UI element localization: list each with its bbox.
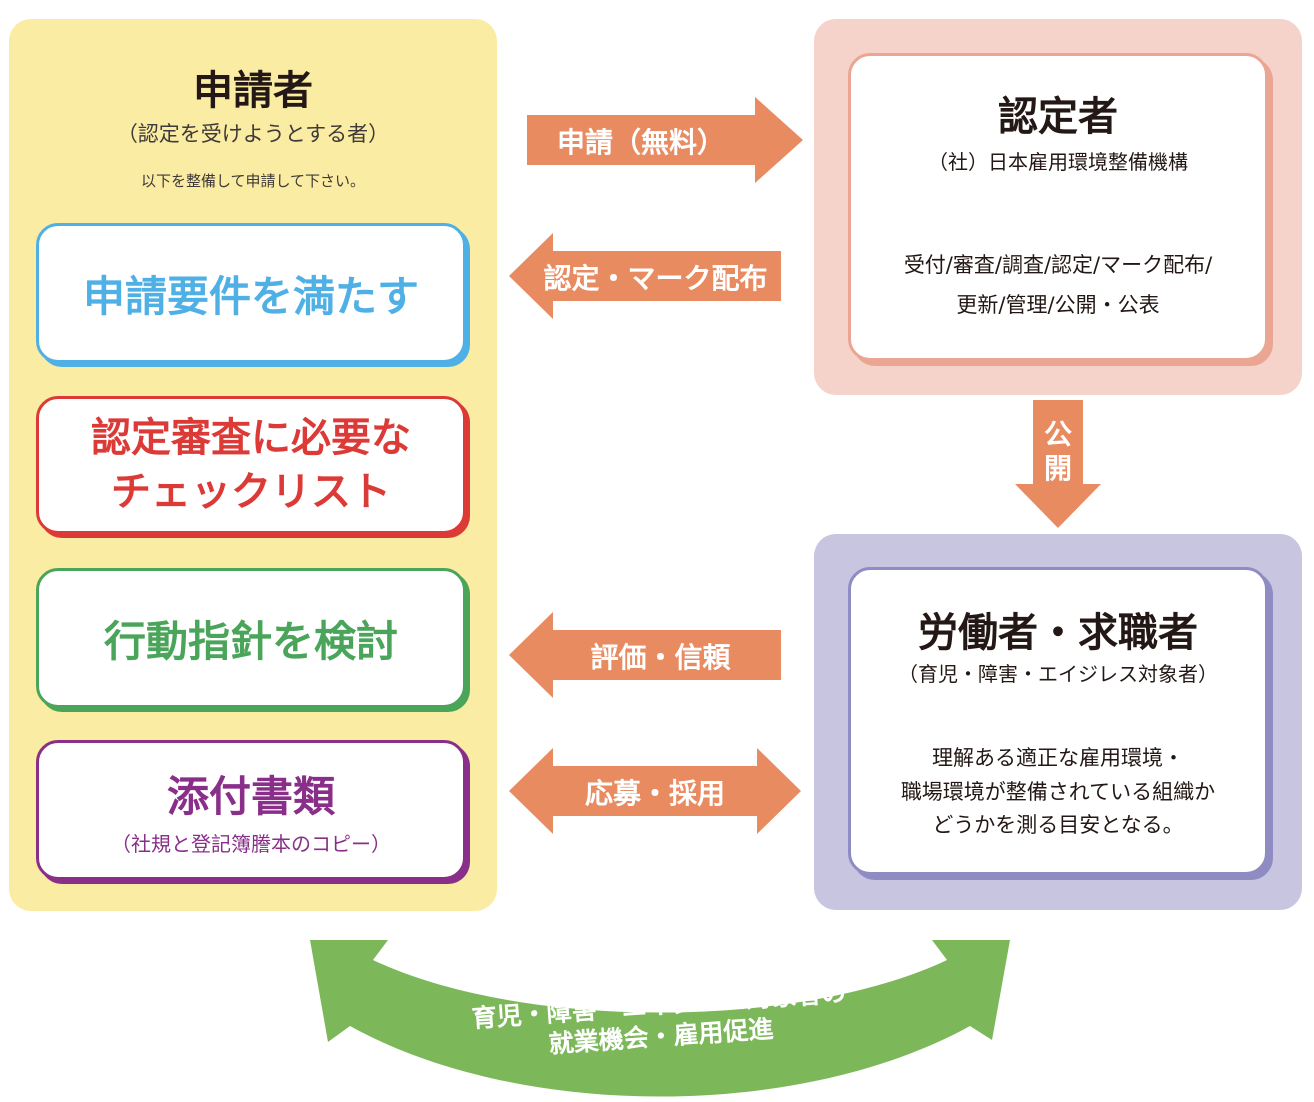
applicant-title: 申請者 (193, 68, 313, 114)
worker-title: 労働者・求職者 (918, 610, 1198, 656)
evaluate-arrow-icon (509, 612, 781, 698)
publish-char-2: 開 (1043, 452, 1072, 485)
requirement-label-line1: 認定審査に必要な (91, 415, 411, 461)
certifier-duties-line2: 更新/管理/公開・公表 (956, 292, 1160, 317)
worker-card: 労働者・求職者 （育児・障害・エイジレス対象者） 理解ある適正な雇用環境・ 職場… (848, 567, 1268, 875)
certifier-duties-line1: 受付/審査/調査/認定/マーク配布/ (903, 253, 1213, 277)
certifier-title: 認定者 (998, 94, 1118, 140)
certify-arrow-icon (509, 233, 781, 319)
requirement-code-of-conduct: 行動指針を検討 (36, 568, 466, 708)
publish-arrow-icon (1015, 400, 1101, 528)
applicant-note: 以下を整備して申請して下さい。 (140, 172, 366, 190)
worker-description-line3: どうかを測る目安となる。 (932, 813, 1184, 838)
worker-description: 理解ある適正な雇用環境・ 職場環境が整備されている組織か どうかを測る目安となる… (851, 742, 1265, 843)
recruit-arrow-icon (509, 748, 801, 834)
worker-description-line1: 理解ある適正な雇用環境・ (932, 746, 1184, 770)
publish-char-1: 公 (1043, 418, 1072, 451)
requirement-label: 添付書類 (166, 772, 335, 821)
promote-curved-arrow-icon (310, 940, 1010, 1097)
certifier-card: 認定者 （社）日本雇用環境整備機構 受付/審査/調査/認定/マーク配布/ 更新/… (848, 53, 1268, 361)
applicant-subtitle: （認定を受けようとする者） (116, 122, 390, 146)
certify-arrow-label: 認定・マーク配布 (543, 262, 768, 295)
requirement-attachments: 添付書類 （社規と登記簿謄本のコピー） (36, 740, 466, 880)
requirement-checklist: 認定審査に必要な チェックリスト (36, 396, 466, 534)
apply-arrow-icon (527, 97, 803, 183)
requirement-meet-criteria: 申請要件を満たす (36, 223, 466, 363)
requirement-label: 申請要件を満たす (82, 271, 419, 321)
certifier-organization: （社）日本雇用環境整備機構 (928, 150, 1188, 174)
worker-description-line2: 職場環境が整備されている組織か (900, 779, 1216, 804)
apply-arrow-label: 申請（無料） (556, 126, 725, 159)
requirement-sublabel: （社規と登記簿謄本のコピー） (111, 832, 391, 856)
publish-arrow-label: 公 開 (1033, 418, 1083, 486)
recruit-arrow-label: 応募・採用 (584, 777, 725, 810)
certifier-duties: 受付/審査/調査/認定/マーク配布/ 更新/管理/公開・公表 (851, 246, 1265, 326)
requirement-label: 行動指針を検討 (103, 616, 398, 666)
evaluate-arrow-label: 評価・信頼 (590, 641, 731, 674)
requirement-label-line2: チェックリスト (111, 469, 391, 515)
worker-subtitle: （育児・障害・エイジレス対象者） (898, 662, 1218, 686)
